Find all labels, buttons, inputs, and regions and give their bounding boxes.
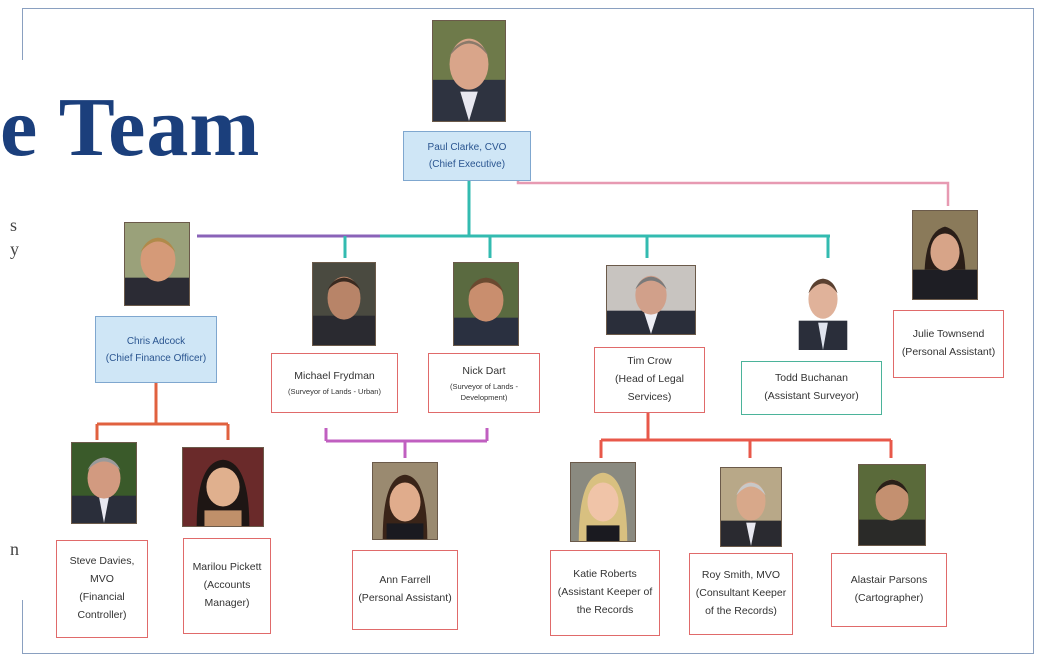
person-role: (Assistant Surveyor) [764,390,859,402]
frame-gap [18,60,28,600]
person-role: (Cartographer) [854,592,924,604]
person-role: (Chief Executive) [428,159,506,170]
person-name: Marilou Pickett [192,561,262,574]
card-todd-buchanan: Todd Buchanan (Assistant Surveyor) [741,361,882,415]
photo-alastair-parsons [858,464,926,546]
card-chris-adcock: Chris Adcock (Chief Finance Officer) [95,316,217,383]
photo-roy-smith [720,467,782,547]
card-paul-clarke: Paul Clarke, CVO (Chief Executive) [403,131,531,181]
person-role: (Financial Controller) [77,591,127,621]
person-role: (Personal Assistant) [358,592,452,604]
person-role: (Head of Legal Services) [615,373,684,403]
person-name: Katie Roberts [573,568,637,581]
person-role: (Assistant Keeper of the Records [557,586,653,616]
photo-marilou-pickett [182,447,264,527]
photo-katie-roberts [570,462,636,542]
person-name: Chris Adcock [126,335,186,347]
page-title: e Team [0,81,261,174]
person-role: (Consultant Keeper of the Records) [695,587,787,617]
margin-fragment: y [10,239,19,259]
person-role: (Surveyor of Lands - Urban) [288,387,381,397]
card-ann-farrell: Ann Farrell (Personal Assistant) [352,550,458,630]
person-name: Roy Smith, MVO [701,569,781,582]
photo-chris-adcock [124,222,190,306]
person-name: Michael Frydman [294,370,375,383]
photo-nick-dart [453,262,519,346]
card-roy-smith: Roy Smith, MVO (Consultant Keeper of the… [689,553,793,635]
photo-michael-frydman [312,262,376,346]
person-role: (Surveyor of Lands - Development) [450,381,518,402]
photo-julie-townsend [912,210,978,300]
card-tim-crow: Tim Crow (Head of Legal Services) [594,347,705,413]
person-name: Steve Davies, MVO [69,555,135,586]
card-nick-dart: Nick Dart (Surveyor of Lands - Developme… [428,353,540,413]
card-steve-davies: Steve Davies, MVO (Financial Controller) [56,540,148,638]
card-julie-townsend: Julie Townsend (Personal Assistant) [893,310,1004,378]
person-name: Tim Crow [627,355,672,368]
card-marilou-pickett: Marilou Pickett (Accounts Manager) [183,538,271,634]
connector-line [516,174,950,206]
photo-todd-buchanan [788,263,858,351]
card-michael-frydman: Michael Frydman (Surveyor of Lands - Urb… [271,353,398,413]
photo-ann-farrell [372,462,438,540]
person-name: Alastair Parsons [850,574,928,587]
margin-fragment: n [10,539,19,559]
person-name: Paul Clarke, CVO [427,142,507,153]
person-role: (Personal Assistant) [901,346,996,358]
person-name: Nick Dart [462,364,506,377]
photo-tim-crow [606,265,696,335]
photo-paul-clarke [432,20,506,122]
person-name: Todd Buchanan [775,372,848,385]
card-alastair-parsons: Alastair Parsons (Cartographer) [831,553,947,627]
person-role: (Chief Finance Officer) [105,352,207,364]
person-name: Ann Farrell [379,574,431,587]
person-role: (Accounts Manager) [203,579,251,609]
card-katie-roberts: Katie Roberts (Assistant Keeper of the R… [550,550,660,636]
photo-steve-davies [71,442,137,524]
person-name: Julie Townsend [912,328,985,341]
margin-fragment: s [10,215,18,235]
